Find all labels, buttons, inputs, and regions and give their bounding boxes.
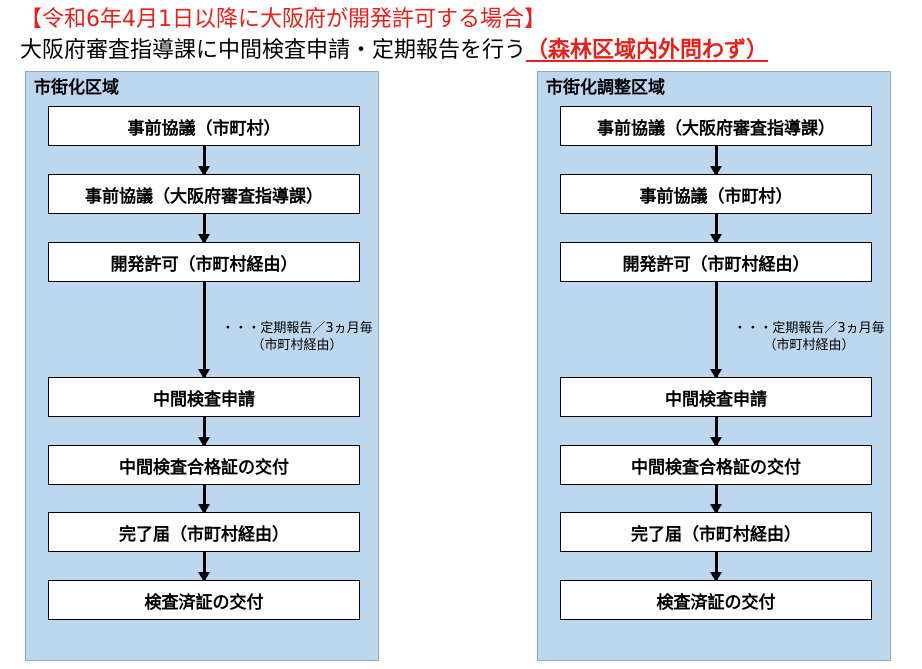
heading-summary-main: 大阪府審査指導課に中間検査申請・定期報告を行う <box>20 38 527 63</box>
flow-panel-urbanization-control-area: 市街化調整区域 事前協議（大阪府審査指導課） 事前協議（市町村） 開発許可（市町… <box>537 71 891 661</box>
heading-summary-note: （森林区域内外問わず） <box>526 38 769 63</box>
flow-step-interim-inspection-application: 中間検査申請 <box>48 377 360 417</box>
periodic-report-line2: （市町村経由） <box>251 338 343 353</box>
flow-step-interim-certificate: 中間検査合格証の交付 <box>560 445 872 485</box>
periodic-report-note: ・・・定期報告／3ヵ月毎 （市町村経由） <box>217 320 377 354</box>
flow-panel-urbanization-area: 市街化区域 事前協議（市町村） 事前協議（大阪府審査指導課） 開発許可（市町村経… <box>25 71 379 661</box>
flow-arrow <box>198 214 210 244</box>
periodic-report-line1: ・・・定期報告／3ヵ月毎 <box>221 321 373 336</box>
flow-arrow <box>710 146 722 176</box>
flow-arrow <box>710 214 722 244</box>
periodic-report-line2: （市町村経由） <box>763 338 855 353</box>
flow-arrow <box>710 552 722 582</box>
flow-step-prior-consultation-1: 事前協議（市町村） <box>48 106 360 146</box>
flow-step-development-permit: 開発許可（市町村経由） <box>560 242 872 282</box>
panel-title: 市街化区域 <box>34 78 119 98</box>
flow-step-interim-certificate: 中間検査合格証の交付 <box>48 445 360 485</box>
flow-arrow <box>198 552 210 582</box>
flow-arrow <box>198 146 210 176</box>
flow-step-prior-consultation-2: 事前協議（市町村） <box>560 174 872 214</box>
flow-arrow <box>198 417 210 447</box>
flow-step-development-permit: 開発許可（市町村経由） <box>48 242 360 282</box>
heading-summary: 大阪府審査指導課に中間検査申請・定期報告を行う（森林区域内外問わず） <box>20 37 768 65</box>
flow-arrow <box>710 485 722 514</box>
flow-arrow <box>198 485 210 514</box>
flow-arrow-long <box>710 282 722 379</box>
flow-step-inspection-certificate: 検査済証の交付 <box>48 580 360 620</box>
flow-step-prior-consultation-2: 事前協議（大阪府審査指導課） <box>48 174 360 214</box>
flow-arrow <box>710 417 722 447</box>
flow-step-completion-notice: 完了届（市町村経由） <box>560 512 872 552</box>
flow-step-prior-consultation-1: 事前協議（大阪府審査指導課） <box>560 106 872 146</box>
flow-step-interim-inspection-application: 中間検査申請 <box>560 377 872 417</box>
flow-step-inspection-certificate: 検査済証の交付 <box>560 580 872 620</box>
heading-condition: 【令和6年4月1日以降に大阪府が開発許可する場合】 <box>20 7 546 32</box>
flow-step-completion-notice: 完了届（市町村経由） <box>48 512 360 552</box>
panel-title: 市街化調整区域 <box>546 78 665 98</box>
periodic-report-line1: ・・・定期報告／3ヵ月毎 <box>733 321 885 336</box>
periodic-report-note: ・・・定期報告／3ヵ月毎 （市町村経由） <box>729 320 889 354</box>
flow-arrow-long <box>198 282 210 379</box>
